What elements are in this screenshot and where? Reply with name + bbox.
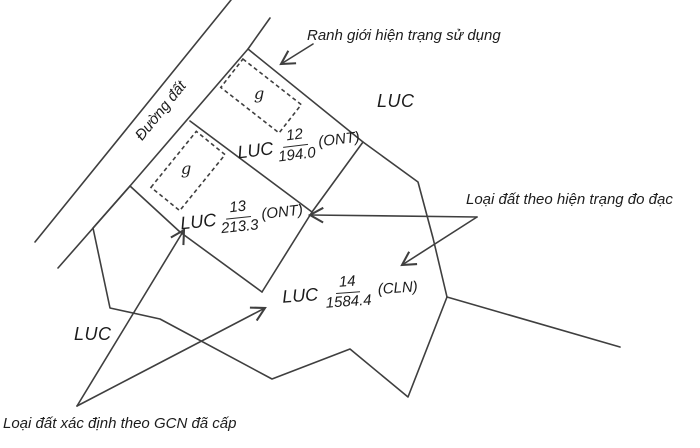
parcel-12-13-divider-line [189, 120, 313, 213]
current-type-arrow-to-parcel-13 [307, 206, 478, 224]
house-footprint-parcel-13 [149, 130, 227, 212]
parcel-12-registered-type: (ONT) [317, 128, 361, 151]
parcel-13-fraction: 13 213.3 [218, 197, 259, 237]
parcel-14-land-type: LUC [281, 284, 319, 307]
house-footprint-parcel-12 [219, 57, 303, 135]
parcel-13-registered-type: (ONT) [260, 201, 304, 223]
current-type-annotation-label: Loại đất theo hiện trạng đo đạc [466, 191, 673, 208]
region-label-luc-top: LUC [377, 91, 415, 111]
road-left-edge-line [34, 0, 232, 243]
gcn-type-arrow-to-parcel-13 [76, 228, 186, 407]
boundary-leader-arrow [279, 43, 314, 66]
boundary-east-spur-line [446, 296, 621, 348]
parcel-13-land-type: LUC [179, 209, 218, 234]
parcel-14-area: 1584.4 [325, 291, 373, 312]
outer-boundary-northeast-line [247, 48, 448, 298]
house-mark-parcel-12: g [254, 84, 265, 103]
parcel-12-fraction: 12 194.0 [275, 125, 317, 165]
boundary-annotation-label: Ranh giới hiện trạng sử dụng [307, 27, 501, 44]
house-mark-parcel-13: g [181, 159, 192, 178]
current-type-arrow-to-parcel-14 [400, 216, 478, 267]
gcn-type-annotation-label: Loại đất xác định theo GCN đã cấp [3, 415, 237, 432]
parcel-14-registered-type: (CLN) [377, 277, 419, 298]
parcel-14-fraction: 14 1584.4 [324, 273, 372, 312]
parcel-12-land-type: LUC [236, 137, 275, 163]
parcel-14-number: 14 [334, 273, 361, 294]
region-label-luc-bottom: LUC [74, 324, 112, 344]
gcn-type-arrow-to-parcel-14 [76, 306, 267, 407]
outer-boundary-south-zigzag-line [92, 185, 448, 398]
